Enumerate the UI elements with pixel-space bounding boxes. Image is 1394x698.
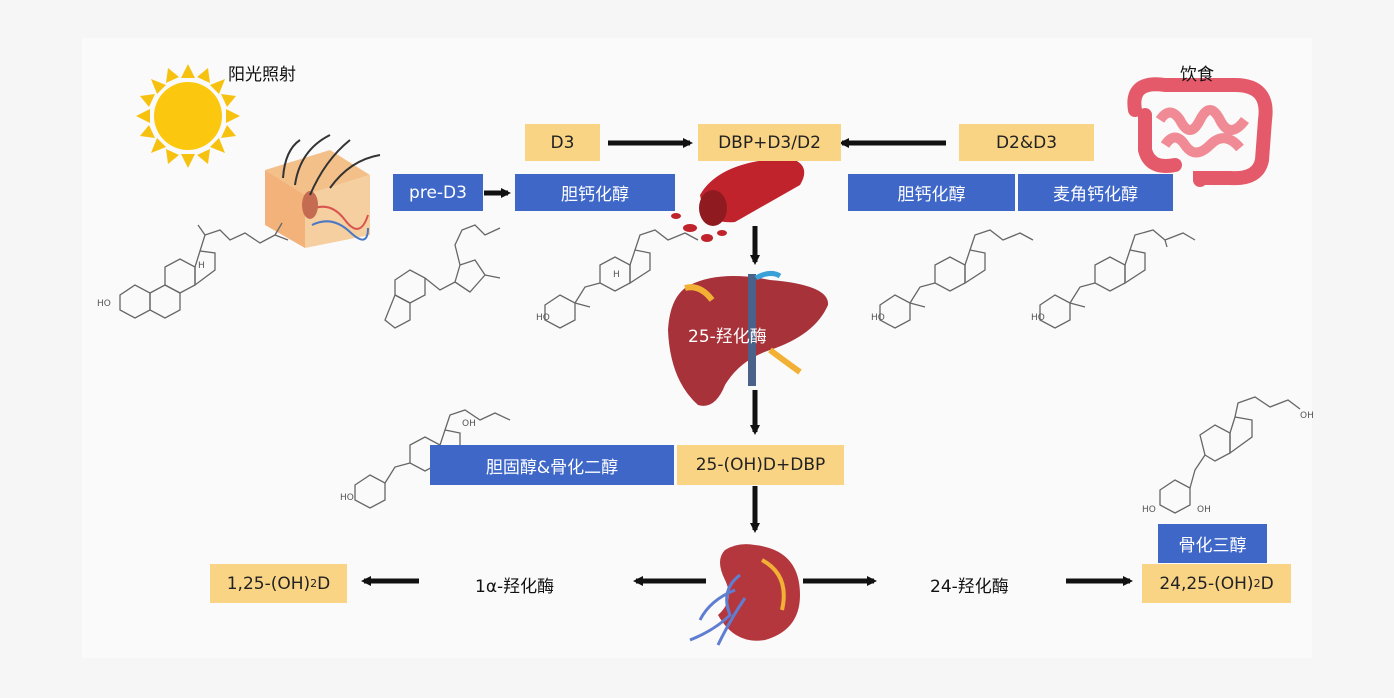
enzyme-24-label: 24-羟化酶	[930, 577, 1009, 597]
liver-icon	[668, 270, 829, 406]
molecule-7-dehydrocholesterol	[119, 222, 289, 319]
molecule-atom-labels: HO HO HO HO HO HO OH OH OH H H	[97, 261, 1314, 515]
box-d2-d3: D2&D3	[959, 124, 1094, 161]
alpha-enzyme-label: 1α-羟化酶	[475, 577, 555, 597]
skin-icon	[265, 134, 381, 248]
atom-ho-1: HO	[97, 299, 111, 309]
atom-oh-1: OH	[1197, 505, 1211, 515]
atom-oh-3: OH	[462, 419, 476, 429]
box-calcifediol-name: 胆固醇&骨化二醇	[430, 445, 674, 485]
liver-enzyme-label: 25-羟化酶	[688, 327, 767, 347]
product-24-text: 24,25-(OH)	[1159, 573, 1254, 594]
atom-h-1: H	[198, 261, 205, 271]
box-d3: D3	[525, 124, 600, 161]
calcitriol-subscript: 2	[310, 577, 318, 590]
atom-ho-5: HO	[340, 493, 354, 503]
molecule-cholecalciferol-right	[879, 229, 1034, 329]
blood-vessel-icon	[671, 158, 805, 242]
flow-arrows	[361, 138, 1133, 586]
atom-ho-6: HO	[1142, 505, 1156, 515]
molecule-pre-d3	[384, 224, 501, 329]
molecule-cholecalciferol-left	[544, 229, 699, 329]
sun-icon	[136, 64, 240, 168]
atom-ho-3: HO	[871, 313, 885, 323]
kidney-icon	[689, 544, 800, 646]
calcitriol-text: 1,25-(OH)	[226, 573, 311, 594]
sun-label: 阳光照射	[228, 65, 296, 85]
product-24-subscript: 2	[1253, 577, 1261, 590]
atom-oh-2: OH	[1300, 411, 1314, 421]
molecule-calcitriol	[1159, 396, 1301, 514]
molecule-structures	[119, 222, 1301, 514]
box-cholecalciferol-right: 胆钙化醇	[848, 174, 1015, 211]
box-25-oh-d-dbp: 25-(OH)D+DBP	[677, 445, 844, 485]
atom-h-2: H	[613, 270, 620, 280]
box-ergocalciferol: 麦角钙化醇	[1018, 174, 1173, 211]
diet-label: 饮食	[1180, 65, 1214, 85]
atom-ho-4: HO	[1031, 313, 1045, 323]
product-24-text-end: D	[1260, 573, 1274, 594]
box-calcitriol-name: 骨化三醇	[1158, 524, 1267, 563]
box-cholecalciferol-left: 胆钙化醇	[515, 174, 675, 211]
box-pre-d3: pre-D3	[393, 174, 483, 211]
atom-ho-2: HO	[536, 313, 550, 323]
calcitriol-text-end: D	[317, 573, 331, 594]
molecule-ergocalciferol	[1039, 229, 1196, 329]
intestine-icon	[1127, 77, 1273, 187]
box-dbp-d3-d2: DBP+D3/D2	[698, 124, 841, 161]
